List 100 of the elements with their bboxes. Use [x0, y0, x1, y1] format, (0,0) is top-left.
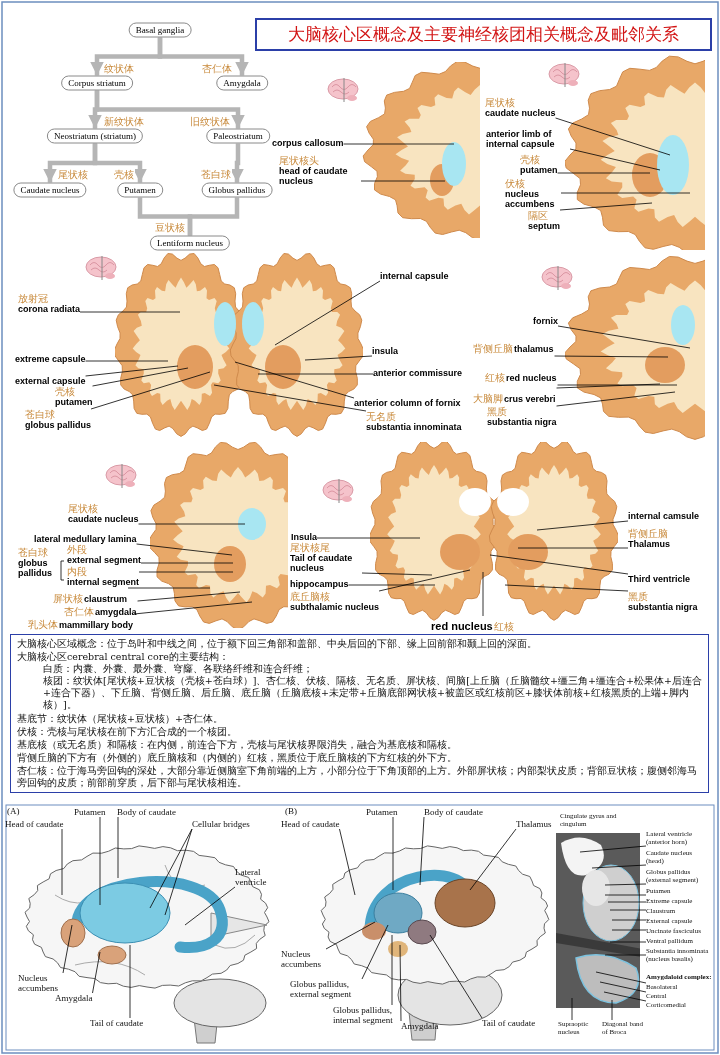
- structure-label: Putamen: [366, 807, 398, 817]
- leader-line: [603, 991, 647, 1002]
- structure-label: anterior limb of internal capsule: [486, 129, 570, 149]
- structure-label: Third ventricle: [628, 574, 690, 584]
- panel-letter: (B): [285, 806, 297, 816]
- structure-label: head of caudate nucleus: [279, 166, 349, 186]
- term-box: Paleostriatum: [206, 128, 270, 144]
- structure-label: Tail of caudate: [482, 1018, 536, 1028]
- leader-line: [579, 845, 647, 853]
- leader-line: [138, 523, 246, 525]
- structure-label: Putamen: [74, 807, 106, 817]
- translation-label: 乳头体: [28, 619, 58, 630]
- leader-line: [378, 569, 471, 592]
- leader-line: [274, 280, 381, 346]
- structure-label: Lateral ventricle: [235, 867, 275, 887]
- leader-line: [92, 367, 189, 387]
- structure-label: caudate nucleus: [68, 514, 139, 524]
- translation-label: 壳核: [520, 154, 541, 165]
- structure-label: external capsule: [15, 376, 86, 386]
- connector-line: [187, 197, 240, 236]
- leader-line: [304, 355, 373, 361]
- leader-line: [85, 365, 179, 377]
- leader-line: [556, 391, 676, 407]
- translation-label: 外段: [67, 544, 88, 555]
- paragraph: 杏仁核：位于海马旁回钩的深处，大部分靠近侧脑室下角前端的上方，小部分位于下角顶部的上方。外部屏状核；内部梨状皮质；背部豆状核；腹侧邻海马旁回钩的皮质；前部前穿质，后下部与尾状核相连。: [17, 765, 698, 789]
- translation-label: 壳核: [55, 386, 76, 397]
- structure-label: amygdala: [95, 607, 137, 617]
- structure-label: internal capsule: [380, 271, 449, 281]
- leader-line: [391, 934, 393, 1006]
- structure-label: fornix: [533, 316, 558, 326]
- translation-label: 尾状核头: [279, 155, 320, 166]
- leader-line: [604, 894, 647, 896]
- translation-label: 屏状核: [53, 593, 83, 604]
- leader-line: [489, 554, 629, 575]
- leader-line: [604, 954, 647, 956]
- leader-line: [140, 562, 234, 564]
- leader-line: [133, 601, 253, 615]
- structure-label: substantia nigra: [628, 602, 698, 612]
- structure-label: substantia innominata: [366, 422, 462, 432]
- structure-label: mammillary body: [59, 620, 134, 630]
- panel-letter: (A): [7, 806, 20, 816]
- structure-label: internal segment: [67, 577, 140, 587]
- structure-label: Globus pallidus, external segment: [290, 979, 362, 999]
- leader-line: [257, 373, 374, 375]
- structure-label: Tail of caudate: [90, 1018, 144, 1028]
- leader-line: [517, 547, 629, 549]
- structure-label: substantia nigra: [487, 417, 557, 427]
- structure-label: nucleus accumbens: [505, 189, 556, 209]
- structure-label: Nucleus accumbens: [281, 949, 326, 969]
- term-box: Lentiform nucleus: [149, 235, 231, 251]
- leader-line: [569, 148, 661, 171]
- paragraph: 基底核（或无名质）和隔核：在内侧，前连合下方，壳核与尾状核界限消失，融合为基底核和隔核。: [17, 739, 458, 751]
- structure-label: Thalamus: [628, 539, 670, 549]
- leader-line: [127, 587, 211, 589]
- structure-label: corona radiata: [18, 304, 81, 314]
- leader-line: [79, 311, 181, 313]
- structure-label: extreme capsule: [15, 354, 86, 364]
- leader-line: [92, 951, 101, 994]
- leader-line: [117, 816, 119, 879]
- leader-line: [429, 934, 483, 1019]
- leader-line: [213, 384, 367, 412]
- translation-label: 无名质: [366, 411, 397, 422]
- term-box: Putamen: [117, 182, 163, 198]
- leader-line: [557, 172, 651, 174]
- leader-line: [607, 901, 647, 903]
- leader-line: [419, 816, 425, 886]
- translation-label: 尾状核: [485, 97, 516, 108]
- translation-label: 红核: [485, 372, 505, 383]
- structure-label: Amygdala: [401, 1021, 439, 1031]
- paragraph: 大脑核心区域概念：位于岛叶和中线之间，位于额下回三角部和盖部、中央后回的下部、缘上回前部和颞上回的深面。: [17, 638, 538, 650]
- leader-line: [469, 828, 517, 891]
- paragraph: 基底节：纹状体（尾状核+豆状核）+杏仁体。: [17, 713, 224, 725]
- structure-label: putamen: [55, 397, 93, 407]
- structure-label: lateral medullary lamina: [34, 534, 137, 544]
- structure-label: Tail of caudate nucleus: [290, 553, 354, 573]
- paragraph: 大脑核心区cerebral central core的主要结构：: [17, 651, 230, 663]
- structure-label: putamen: [520, 165, 558, 175]
- title-banner: 大脑核心区概念及主要神经核团相关概念及毗邻关系: [255, 18, 712, 51]
- term-box: Corpus striatum: [61, 75, 133, 91]
- leader-line: [361, 924, 389, 980]
- leader-line: [316, 537, 421, 539]
- structure-label: corpus callosum: [272, 138, 344, 148]
- term-box: Neostriatum (striatum): [46, 128, 144, 144]
- leader-line: [343, 143, 455, 145]
- structure-label: hippocampus: [290, 579, 349, 589]
- translation-label: 黑质: [487, 406, 508, 417]
- leader-line: [609, 941, 647, 943]
- leader-line: [234, 361, 355, 399]
- leader-line: [149, 828, 193, 909]
- leader-line: [482, 571, 484, 617]
- leader-line: [559, 202, 653, 211]
- structure-label: external segment: [67, 555, 142, 565]
- structure-label: anterior column of fornix: [354, 398, 461, 408]
- edge-label: 尾状核: [57, 169, 89, 180]
- leader-line: [536, 520, 629, 531]
- leader-line: [348, 584, 436, 586]
- paragraph: 核团：纹状体[尾状核+豆状核（壳核+苍白球）]、杏仁核、伏核、隔核、无名质、屏状核、间脑[上丘脑（丘脑髓纹+缰三角+缰连合+松果体+后连合+连合下器）、下丘脑、背侧丘脑、后丘脑、底丘脑（丘脑底核+未定带+丘脑底部网状核+被盖区或红核前区+膝状体前核+红核黑质的上端+脚内核）]。: [42, 675, 702, 711]
- leader-line: [599, 981, 647, 993]
- structure-label: crus verebri: [504, 394, 556, 404]
- paragraph: 背侧丘脑的下方有（外侧的）底丘脑核和（内侧的）红核，黑质位于底丘脑核的下方红核的外下方。: [17, 752, 458, 764]
